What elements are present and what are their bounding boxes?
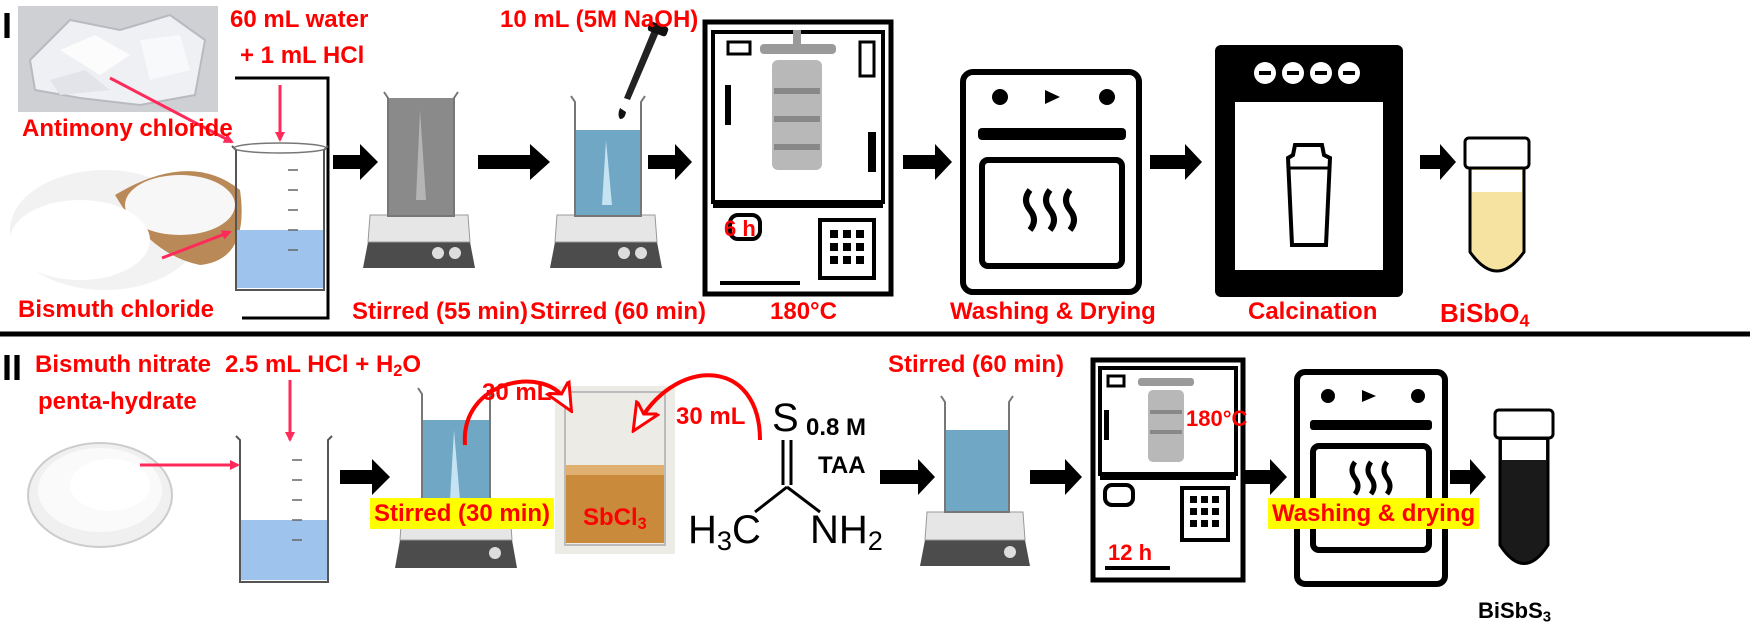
water-label-line2: + 1 mL HCl [240, 42, 365, 69]
arrow-right-icon [340, 459, 1486, 495]
washing-drying-b-label: Washing & drying [1268, 498, 1480, 529]
stirrer-icon [395, 387, 517, 568]
curved-arrow-30ml-a [462, 382, 565, 446]
stirred-60-label: Stirred (60 min) [530, 298, 707, 325]
beaker-icon [231, 142, 329, 291]
section-one-numeral: I [2, 5, 13, 46]
washing-drying-label: Washing & Drying [950, 298, 1156, 325]
water-label-line1: 60 mL water [230, 6, 369, 33]
curved-arrow-30ml-b [640, 373, 762, 441]
volume-30ml-b-label: 30 mL [676, 403, 746, 430]
dropper-icon [618, 21, 669, 119]
stirrer-icon [363, 91, 475, 268]
antimony-chloride-label: Antimony chloride [22, 115, 233, 142]
bismuth-nitrate-label-line2: penta-hydrate [38, 388, 197, 415]
bismuth-arrow [161, 230, 232, 260]
autoclave-icon [1090, 357, 1246, 583]
time-6h-label: 6 h [724, 216, 756, 241]
beaker-icon [235, 435, 333, 583]
stirrer-icon [550, 95, 662, 268]
taa-name-label: TAA [818, 452, 866, 479]
time-12h-label: 12 h [1108, 540, 1153, 565]
stirrer-icon [920, 395, 1030, 566]
taa-sulfur-atom: S [772, 396, 799, 440]
stirred-55-label: Stirred (55 min) [352, 298, 529, 325]
bismuth-nitrate-photo [27, 442, 173, 548]
furnace-icon [1215, 45, 1403, 297]
hcl-water-label: 2.5 mL HCl + H2O [225, 351, 422, 381]
vial-icon [1463, 136, 1531, 273]
arrow-right-icon [333, 144, 1456, 180]
temp-180-label: 180°C [770, 298, 837, 325]
stirred-30-label: Stirred (30 min) [370, 498, 555, 529]
naoh-label: 10 mL (5M NaOH) [500, 6, 699, 33]
oven-icon [960, 69, 1142, 295]
bismuth-nitrate-label-line1: Bismuth nitrate [35, 351, 212, 378]
autoclave-icon [702, 19, 894, 297]
bisbs3-label: BiSbS3 [1478, 598, 1552, 626]
stirred-60-b-label: Stirred (60 min) [888, 351, 1065, 378]
antimony-arrow [109, 76, 234, 144]
temp-180-b-label: 180°C [1186, 406, 1248, 431]
sbcl3-label: SbCl3 [583, 504, 647, 534]
taa-structure [754, 440, 821, 514]
bismuth-chloride-label: Bismuth chloride [18, 296, 215, 323]
oven-icon [1294, 369, 1448, 587]
calcination-label: Calcination [1248, 298, 1378, 325]
volume-30ml-a-label: 30 mL [482, 379, 552, 406]
section-one-bracket [235, 76, 330, 320]
taa-concentration-label: 0.8 M [806, 414, 867, 441]
antimony-chloride-photo [18, 6, 218, 112]
bisbo4-label: BiSbO4 [1440, 298, 1530, 331]
taa-amine-group: NH2 [810, 508, 883, 556]
bismuth-chloride-photo [10, 170, 242, 290]
vial-icon [1493, 408, 1555, 565]
section-two-numeral: II [2, 347, 23, 388]
taa-methyl-group: H3C [688, 508, 761, 556]
